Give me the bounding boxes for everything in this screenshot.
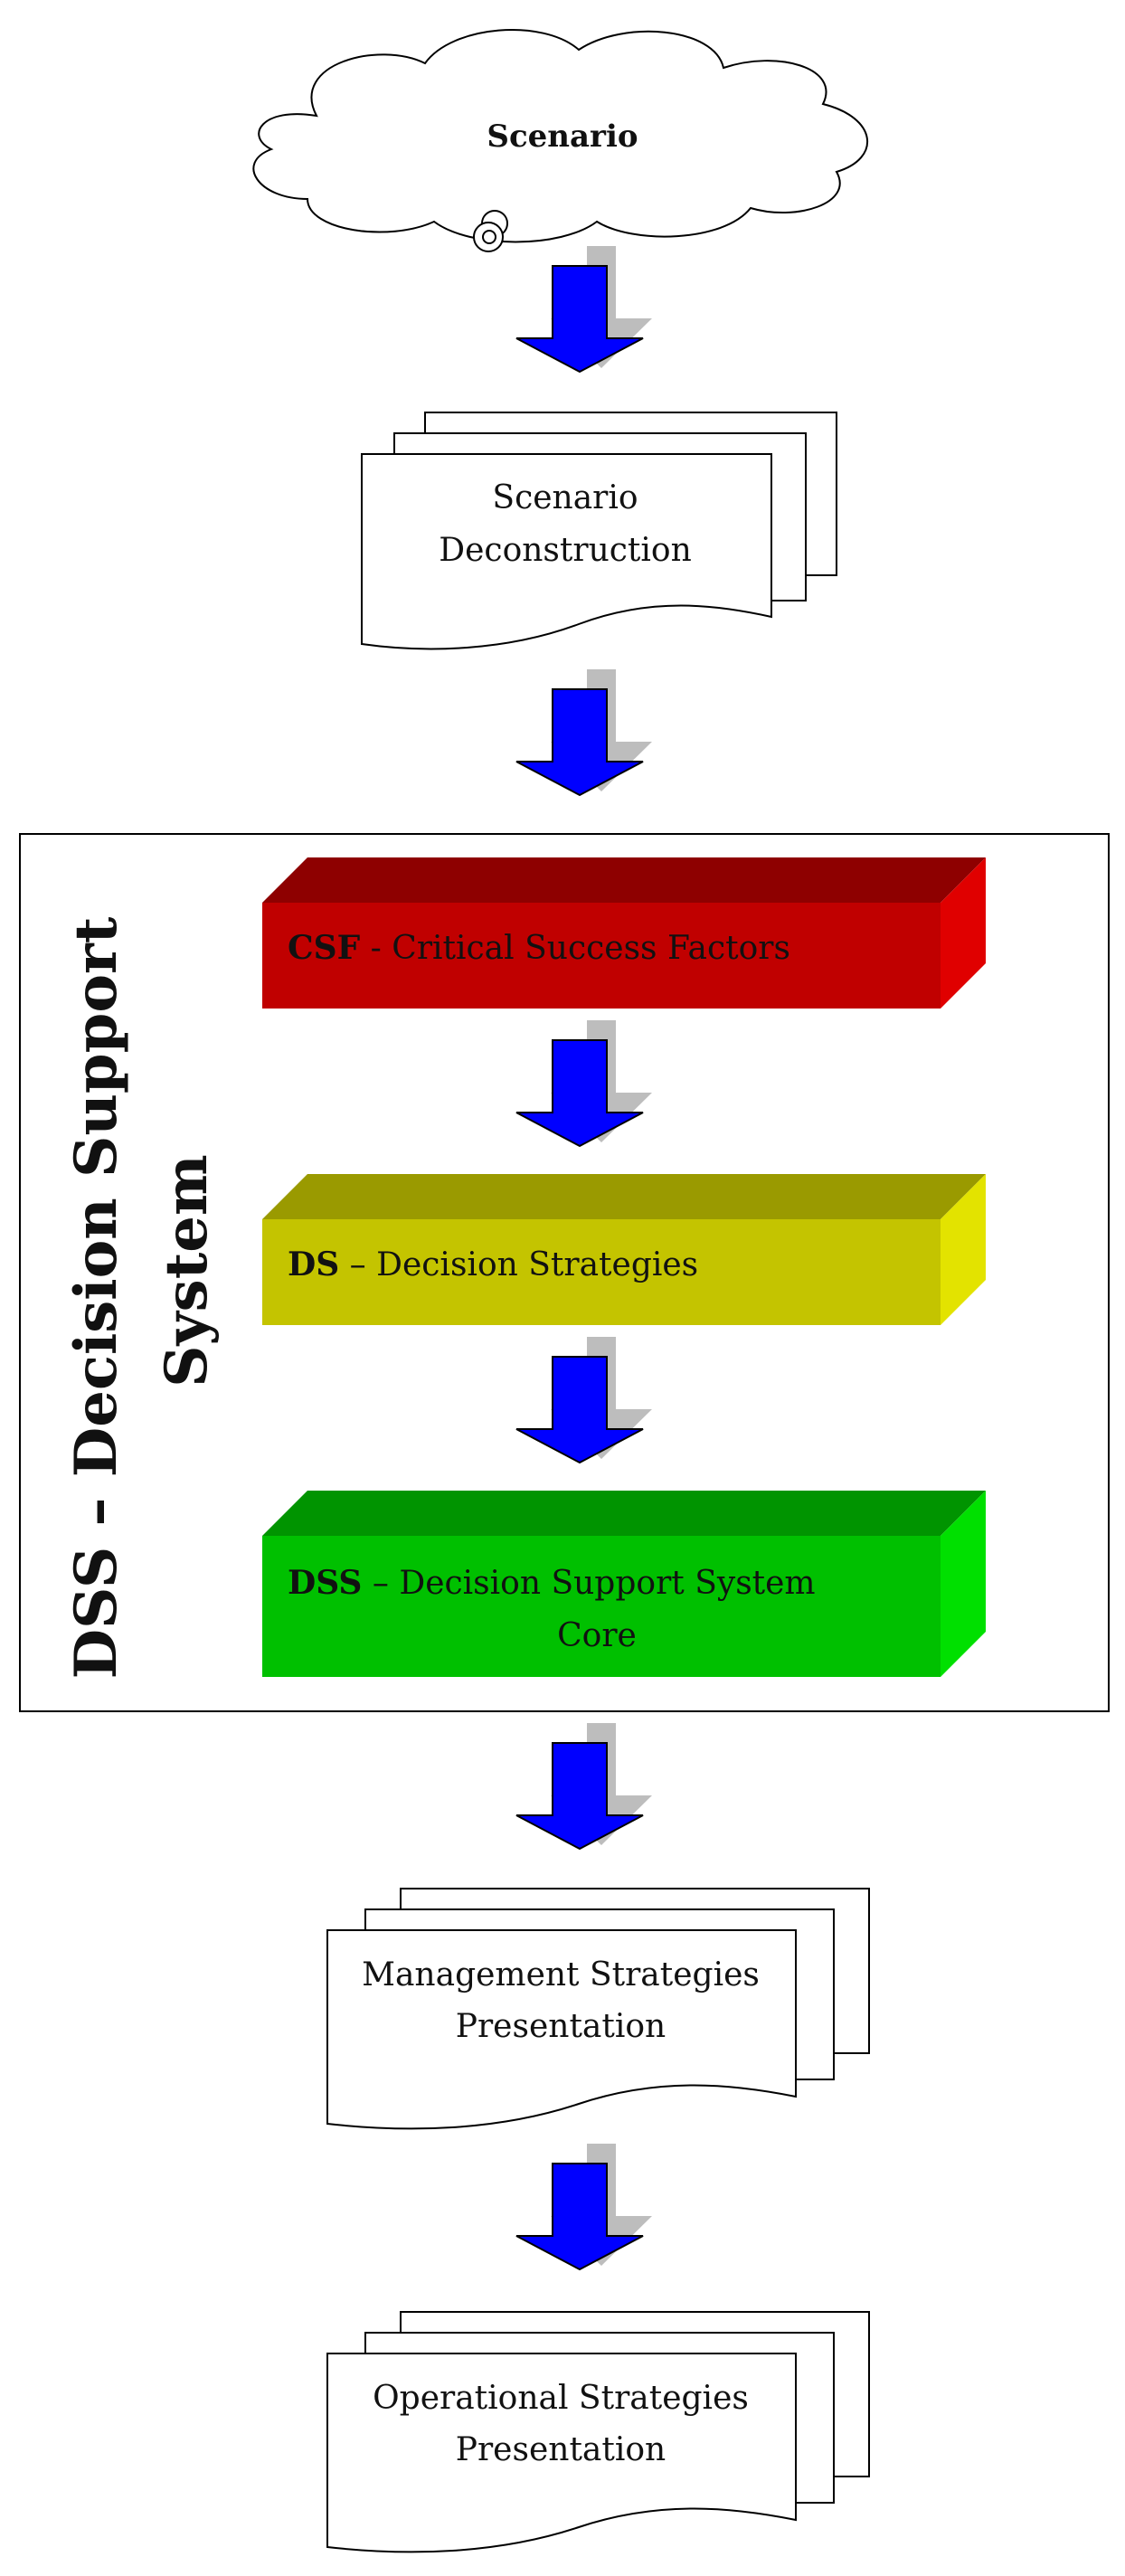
operational-strategies-docs: Operational Strategies Presentation bbox=[326, 2311, 870, 2553]
dss-core-block: DSS – Decision Support System Core bbox=[262, 1491, 986, 1677]
ds-side-face bbox=[941, 1174, 986, 1325]
csf-abbr: CSF bbox=[288, 929, 361, 967]
ds-front-face bbox=[262, 1219, 941, 1325]
scenario-cloud: Scenario bbox=[252, 29, 869, 252]
management-line2: Presentation bbox=[456, 2008, 666, 2045]
svg-text:DS – Decision Strategies: DS – Decision Strategies bbox=[288, 1245, 698, 1283]
operational-line1: Operational Strategies bbox=[373, 2380, 749, 2417]
deconstruction-line2: Deconstruction bbox=[439, 532, 692, 569]
dss-label-line2: Core bbox=[557, 1617, 637, 1654]
dss-label: – Decision Support System bbox=[362, 1565, 815, 1602]
dss-panel-title-line2: System bbox=[153, 1154, 221, 1387]
ds-label: – Decision Strategies bbox=[339, 1246, 698, 1283]
dss-panel-title-line1: DSS – Decision Support bbox=[62, 916, 130, 1679]
csf-label: - Critical Success Factors bbox=[360, 930, 790, 967]
dss-abbr: DSS bbox=[288, 1564, 362, 1602]
scenario-label: Scenario bbox=[487, 118, 638, 155]
down-arrow bbox=[515, 2144, 652, 2271]
ds-top-face bbox=[262, 1174, 986, 1219]
csf-block: CSF - Critical Success Factors bbox=[262, 857, 986, 1009]
management-line1: Management Strategies bbox=[362, 1956, 760, 1994]
management-strategies-docs: Management Strategies Presentation bbox=[326, 1888, 870, 2130]
ds-block: DS – Decision Strategies bbox=[262, 1174, 986, 1325]
dss-front-face bbox=[262, 1536, 941, 1677]
operational-line2: Presentation bbox=[456, 2431, 666, 2468]
dss-top-face bbox=[262, 1491, 986, 1536]
scenario-deconstruction-docs: Scenario Deconstruction bbox=[361, 412, 837, 650]
csf-side-face bbox=[941, 857, 986, 1009]
down-arrow bbox=[515, 246, 652, 374]
csf-front-face bbox=[262, 903, 941, 1009]
down-arrow bbox=[515, 669, 652, 797]
svg-text:DSS – Decision Support System: DSS – Decision Support System bbox=[288, 1564, 816, 1602]
csf-top-face bbox=[262, 857, 986, 903]
deconstruction-line1: Scenario bbox=[492, 479, 638, 516]
down-arrow bbox=[515, 1020, 652, 1148]
down-arrow bbox=[515, 1723, 652, 1851]
svg-text:CSF - Critical Success Factors: CSF - Critical Success Factors bbox=[288, 929, 790, 967]
down-arrow bbox=[515, 1337, 652, 1464]
ds-abbr: DS bbox=[288, 1245, 339, 1283]
dss-side-face bbox=[941, 1491, 986, 1677]
